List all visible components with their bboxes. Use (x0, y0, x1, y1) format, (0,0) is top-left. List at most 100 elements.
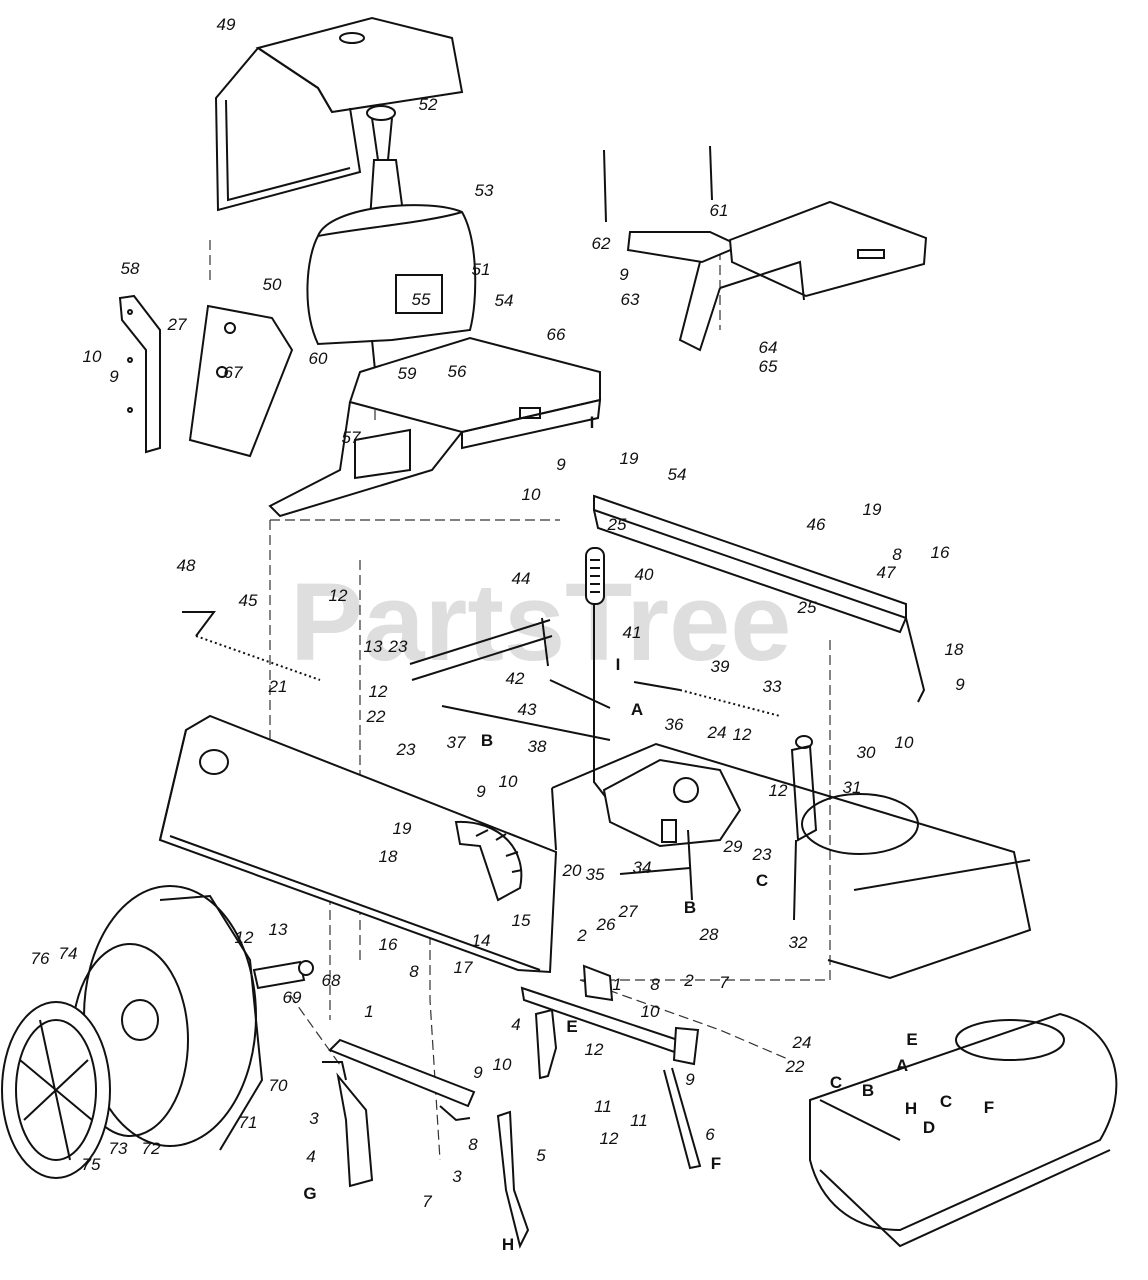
part-callout-22: 22 (785, 1057, 805, 1076)
part-callout-40: 40 (635, 565, 654, 584)
part-58-bracket (118, 294, 161, 454)
part-callout-59: 59 (398, 364, 417, 383)
part-callout-44: 44 (512, 569, 531, 588)
part-callout-15: 15 (512, 911, 531, 930)
part-callout-9: 9 (619, 265, 629, 284)
part-callout-19: 19 (620, 449, 639, 468)
reference-letter-d: D (923, 1118, 935, 1137)
part-20-sector-gear (454, 820, 523, 902)
part-callout-3: 3 (452, 1167, 462, 1186)
part-callout-18: 18 (945, 640, 964, 659)
part-45-spring (182, 611, 321, 681)
part-callout-37: 37 (447, 733, 466, 752)
part-callout-1: 1 (612, 975, 621, 994)
part-callout-75: 75 (82, 1155, 101, 1174)
part-callout-13: 13 (364, 637, 383, 656)
part-callout-2: 2 (576, 926, 587, 945)
reference-letter-h: H (905, 1099, 917, 1118)
part-callout-62: 62 (592, 234, 611, 253)
part-39-spring (633, 681, 781, 717)
part-callout-27: 27 (167, 315, 187, 334)
part-callout-11: 11 (630, 1111, 648, 1130)
reference-letter-f: F (711, 1154, 721, 1173)
part-callout-9: 9 (473, 1063, 483, 1082)
part-callout-8: 8 (468, 1135, 478, 1154)
part-callout-34: 34 (633, 858, 652, 877)
part-callout-6: 6 (705, 1125, 715, 1144)
part-30-lift-arm (790, 735, 818, 921)
part-callout-22: 22 (366, 707, 386, 726)
part-callout-24: 24 (707, 723, 727, 742)
part-callout-11: 11 (594, 1097, 612, 1116)
reference-letter-c: C (940, 1092, 952, 1111)
part-callout-21: 21 (268, 677, 288, 696)
part-callout-68: 68 (322, 971, 341, 990)
part-69-spacer (252, 960, 314, 990)
part-callout-36: 36 (665, 715, 684, 734)
part-callout-50: 50 (263, 275, 282, 294)
part-1-linkage-left (322, 1038, 476, 1188)
part-callout-56: 56 (448, 362, 467, 381)
part-49-console-cover (214, 16, 464, 212)
part-callout-73: 73 (109, 1139, 128, 1158)
part-callout-12: 12 (600, 1129, 619, 1148)
part-callout-9: 9 (109, 367, 119, 386)
part-callout-9: 9 (955, 675, 965, 694)
part-callout-12: 12 (235, 928, 254, 947)
part-callout-9: 9 (476, 782, 486, 801)
part-callout-16: 16 (379, 935, 398, 954)
part-callout-58: 58 (121, 259, 140, 278)
part-callout-8: 8 (892, 545, 902, 564)
reference-letter-a: A (631, 700, 643, 719)
part-52-steering-shaft (366, 105, 406, 221)
part-callout-4: 4 (306, 1147, 315, 1166)
part-75-hubcap (1, 1001, 111, 1179)
reference-letter-e: E (566, 1017, 577, 1036)
part-callout-67: 67 (224, 363, 243, 382)
part-callout-38: 38 (528, 737, 547, 756)
reference-letter-g: G (303, 1184, 316, 1203)
part-callout-12: 12 (733, 725, 752, 744)
part-callout-17: 17 (454, 958, 473, 977)
part-rear-body (551, 742, 1032, 980)
part-callout-1: 1 (364, 1002, 373, 1021)
part-callout-23: 23 (388, 637, 408, 656)
part-callout-3: 3 (309, 1109, 319, 1128)
part-callout-27: 27 (618, 902, 638, 921)
part-6-link-rod (663, 1067, 702, 1170)
part-66-dash-panel (268, 336, 602, 518)
part-callout-49: 49 (217, 15, 236, 34)
part-callout-35: 35 (586, 865, 605, 884)
part-5-linkage-lower (439, 1105, 530, 1249)
part-callout-23: 23 (752, 845, 772, 864)
part-callout-55: 55 (412, 290, 431, 309)
part-callout-42: 42 (506, 669, 525, 688)
part-callout-10: 10 (83, 347, 102, 366)
reference-letter-i: I (590, 413, 595, 432)
part-callout-13: 13 (269, 920, 288, 939)
part-callout-31: 31 (843, 778, 862, 797)
part-callout-71: 71 (239, 1113, 258, 1132)
part-callout-16: 16 (931, 543, 950, 562)
reference-letter-a: A (896, 1056, 908, 1075)
part-callout-48: 48 (177, 556, 196, 575)
part-callout-19: 19 (393, 819, 412, 838)
part-callout-7: 7 (719, 973, 729, 992)
part-callout-41: 41 (623, 623, 642, 642)
part-53-dash-console (306, 204, 477, 381)
part-callout-69: 69 (283, 988, 302, 1007)
part-callout-5: 5 (536, 1146, 546, 1165)
part-callout-51: 51 (472, 260, 491, 279)
part-callout-72: 72 (142, 1139, 161, 1158)
part-callout-45: 45 (239, 591, 258, 610)
part-callout-12: 12 (329, 586, 348, 605)
part-callout-70: 70 (269, 1076, 288, 1095)
part-callout-10: 10 (522, 485, 541, 504)
part-callout-23: 23 (396, 740, 416, 759)
part-callout-10: 10 (895, 733, 914, 752)
part-callout-18: 18 (379, 847, 398, 866)
part-callout-66: 66 (547, 325, 566, 344)
